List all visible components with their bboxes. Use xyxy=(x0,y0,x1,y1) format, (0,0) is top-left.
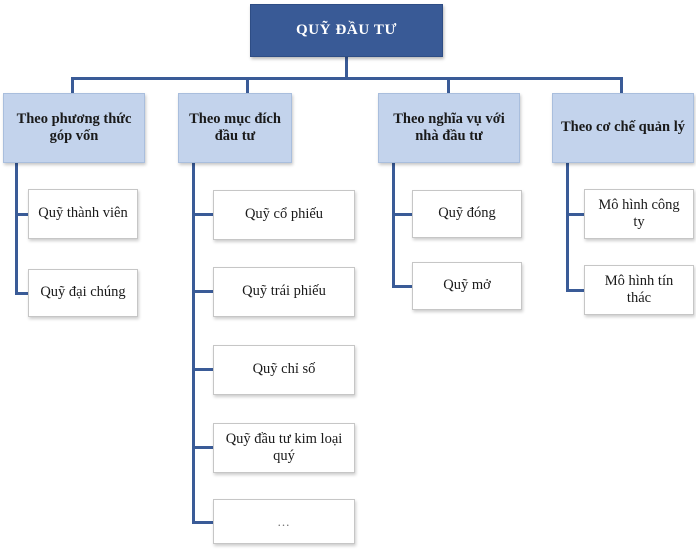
connector-bus-to-branch-2 xyxy=(246,77,249,94)
connector-stub-c1-l2 xyxy=(15,292,28,295)
connector-stub-c3-l2 xyxy=(392,285,413,288)
node-branch-theo-co-che-quan-ly[interactable]: Theo cơ chế quản lý xyxy=(552,93,694,163)
connector-spine-col-4 xyxy=(566,163,569,291)
node-leaf-c3-l2-label: Quỹ mở xyxy=(443,277,491,294)
node-leaf-more[interactable]: ... xyxy=(213,499,355,544)
node-leaf-quy-dong[interactable]: Quỹ đóng xyxy=(412,190,522,238)
connector-bus-to-branch-4 xyxy=(620,77,623,94)
node-leaf-c3-l1-label: Quỹ đóng xyxy=(438,205,496,222)
node-leaf-c4-l1-label: Mô hình công ty xyxy=(598,196,680,230)
node-root[interactable]: QUỸ ĐẦU TƯ xyxy=(250,4,443,57)
connector-spine-col-3 xyxy=(392,163,395,286)
node-leaf-c2-l4-label: Quỹ đầu tư kim loại quý xyxy=(225,430,343,464)
node-leaf-c2-l1-label: Quỹ cổ phiếu xyxy=(244,206,324,223)
node-leaf-quy-chi-so[interactable]: Quỹ chỉ số xyxy=(213,345,355,395)
node-leaf-quy-co-phieu[interactable]: Quỹ cổ phiếu xyxy=(213,190,355,240)
node-leaf-c1-l2-label: Quỹ đại chúng xyxy=(40,284,126,301)
node-root-label: QUỸ ĐẦU TƯ xyxy=(295,21,397,38)
node-leaf-c4-l2-label: Mô hình tín thác xyxy=(604,272,674,306)
node-leaf-quy-thanh-vien[interactable]: Quỹ thành viên xyxy=(28,189,138,239)
connector-spine-col-2 xyxy=(192,163,195,523)
connector-bus-to-branch-3 xyxy=(447,77,450,94)
connector-stub-c2-l5 xyxy=(192,521,214,524)
node-leaf-quy-dai-chung[interactable]: Quỹ đại chúng xyxy=(28,269,138,317)
connector-spine-col-1 xyxy=(15,163,18,294)
connector-top-bus xyxy=(71,77,623,80)
node-branch-3-label: Theo nghĩa vụ với nhà đầu tư xyxy=(393,110,505,144)
node-leaf-c2-l3-label: Quỹ chỉ số xyxy=(252,361,316,378)
connector-bus-to-branch-1 xyxy=(71,77,74,94)
node-leaf-c2-l2-label: Quỹ trái phiếu xyxy=(242,283,326,300)
connector-stub-c4-l2 xyxy=(566,289,585,292)
node-leaf-quy-trai-phieu[interactable]: Quỹ trái phiếu xyxy=(213,267,355,317)
node-leaf-c2-l5-label: ... xyxy=(277,513,291,529)
connector-stub-c2-l3 xyxy=(192,368,214,371)
connector-stub-c2-l2 xyxy=(192,290,214,293)
node-leaf-quy-mo[interactable]: Quỹ mở xyxy=(412,262,522,310)
node-branch-theo-phuong-thuc-gop-von[interactable]: Theo phương thức góp vốn xyxy=(3,93,145,163)
node-branch-1-label: Theo phương thức góp vốn xyxy=(16,110,132,144)
node-branch-2-label: Theo mục đích đầu tư xyxy=(189,110,281,144)
connector-stub-c2-l1 xyxy=(192,213,214,216)
connector-root-stem xyxy=(345,56,348,79)
node-leaf-mo-hinh-tin-thac[interactable]: Mô hình tín thác xyxy=(584,265,694,315)
node-leaf-mo-hinh-cong-ty[interactable]: Mô hình công ty xyxy=(584,189,694,239)
node-branch-4-label: Theo cơ chế quản lý xyxy=(560,119,686,136)
node-branch-theo-muc-dich-dau-tu[interactable]: Theo mục đích đầu tư xyxy=(178,93,292,163)
connector-stub-c2-l4 xyxy=(192,446,214,449)
connector-stub-c4-l1 xyxy=(566,213,585,216)
node-leaf-c1-l1-label: Quỹ thành viên xyxy=(38,205,128,222)
connector-stub-c3-l1 xyxy=(392,213,413,216)
node-leaf-quy-dau-tu-kim-loai-quy[interactable]: Quỹ đầu tư kim loại quý xyxy=(213,423,355,473)
connector-branch1-drop xyxy=(15,163,18,171)
node-branch-theo-nghia-vu-voi-nha-dau-tu[interactable]: Theo nghĩa vụ với nhà đầu tư xyxy=(378,93,520,163)
connector-stub-c1-l1 xyxy=(15,213,28,216)
